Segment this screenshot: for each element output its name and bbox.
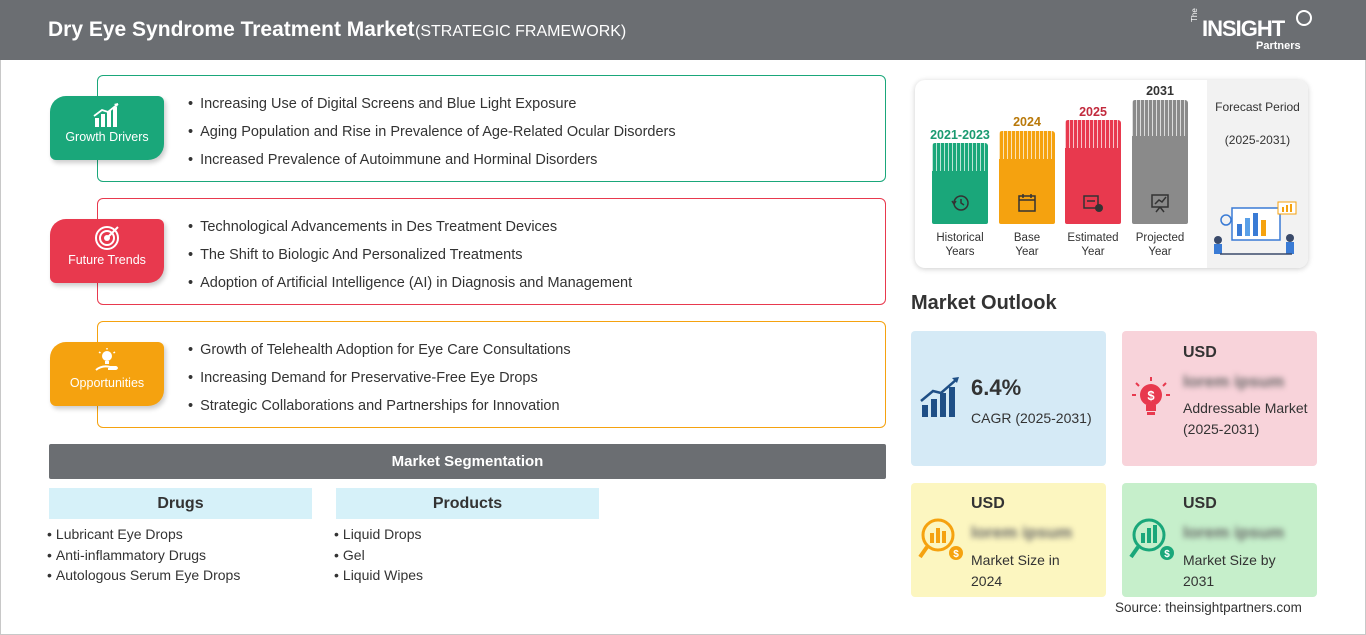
addressable-usd: USD (1183, 344, 1217, 361)
list-item: Adoption of Artificial Intelligence (AI)… (188, 269, 632, 297)
target-icon (95, 226, 119, 250)
list-item: Strategic Collaborations and Partnership… (188, 392, 571, 420)
timeline-label-historical: Historical (936, 232, 984, 244)
segment-products-list: Liquid Drops Gel Liquid Wipes (334, 524, 423, 586)
opportunities-label: Opportunities (69, 376, 145, 390)
list-item: Lubricant Eye Drops (47, 524, 240, 545)
future-trends-list: Technological Advancements in Des Treatm… (188, 213, 632, 297)
list-item: Increasing Use of Digital Screens and Bl… (188, 90, 676, 118)
calendar-icon (1018, 194, 1036, 212)
timeline-label-projected-2: Year (1148, 246, 1172, 258)
list-item: Technological Advancements in Des Treatm… (188, 213, 632, 241)
projection-board-icon (1151, 194, 1169, 213)
list-item: The Shift to Biologic And Personalized T… (188, 241, 632, 269)
addressable-value: lorem ipsum (1183, 372, 1285, 391)
opportunities-badge: Opportunities (50, 342, 164, 406)
list-item: Increased Prevalence of Autoimmune and H… (188, 146, 676, 174)
timeline-year-historical: 2021-2023 (930, 128, 990, 142)
timeline-bar-estimated (1065, 120, 1121, 224)
svg-text:$: $ (1147, 388, 1155, 403)
timeline-label-base: Base (1013, 232, 1041, 244)
svg-text:$: $ (953, 549, 959, 560)
timeline-label-estimated: Estimated (1067, 232, 1119, 244)
market-size-2031-card: $ USD lorem ipsum Market Size by 2031 (1122, 483, 1317, 597)
market-size-forecast-icon: $ (1129, 518, 1174, 560)
market-size-2024-label: Market Size in 2024 (971, 552, 1060, 589)
lightbulb-dollar-icon: $ (1132, 377, 1170, 415)
market-size-magnifier-icon: $ (918, 518, 963, 560)
timeline-year-estimated: 2025 (1079, 105, 1107, 119)
future-trends-badge: Future Trends (50, 219, 164, 283)
cagr-value: 6.4% (971, 375, 1022, 400)
cagr-card: 6.4% CAGR (2025-2031) (911, 331, 1106, 466)
timeline-label-historical-2: Years (945, 246, 975, 258)
market-size-2024-card: $ USD lorem ipsum Market Size in 2024 (911, 483, 1106, 597)
analytics-illustration-icon (1214, 201, 1297, 255)
market-segmentation-header: Market Segmentation (49, 444, 886, 479)
market-size-2024-usd: USD (971, 495, 1005, 512)
source-credit[interactable]: Source: theinsightpartners.com (1115, 600, 1302, 615)
timeline-label-projected: Projected (1135, 232, 1185, 244)
timeline-year-projected: 2031 (1146, 84, 1174, 98)
list-item: Liquid Drops (334, 524, 423, 545)
page-subtitle: (STRATEGIC FRAMEWORK) (415, 23, 627, 40)
forecast-period-title: Forecast Period (1215, 100, 1300, 114)
segment-drugs-list: Lubricant Eye Drops Anti-inflammatory Dr… (47, 524, 240, 586)
list-item: Gel (334, 545, 423, 566)
timeline-label-estimated-2: Year (1081, 246, 1105, 258)
opportunities-list: Growth of Telehealth Adoption for Eye Ca… (188, 336, 571, 420)
svg-text:$: $ (1164, 549, 1170, 560)
growth-bars-icon (920, 377, 959, 417)
growth-drivers-list: Increasing Use of Digital Screens and Bl… (188, 90, 676, 174)
list-item: Growth of Telehealth Adoption for Eye Ca… (188, 336, 571, 364)
list-item: Autologous Serum Eye Drops (47, 565, 240, 586)
growth-drivers-badge: Growth Drivers (50, 96, 164, 160)
list-item: Anti-inflammatory Drugs (47, 545, 240, 566)
estimate-icon (1083, 195, 1103, 212)
page-title: Dry Eye Syndrome Treatment Market (48, 18, 415, 41)
forecast-period-years: (2025-2031) (1224, 133, 1291, 147)
lightbulb-hand-icon (95, 348, 118, 371)
insight-partners-logo[interactable]: The INSIGHT Partners (1190, 8, 1320, 54)
list-item: Aging Population and Rise in Prevalence … (188, 118, 676, 146)
segment-products-header: Products (336, 488, 599, 519)
history-clock-icon (951, 195, 969, 211)
timeline-year-base: 2024 (1013, 115, 1041, 129)
timeline-bar-historical (932, 143, 988, 224)
logo-ring-icon (1296, 10, 1312, 26)
market-size-2031-value: lorem ipsum (1183, 523, 1285, 542)
growth-chart-icon (93, 103, 119, 127)
cagr-label: CAGR (2025-2031) (971, 410, 1092, 426)
list-item: Liquid Wipes (334, 565, 423, 586)
market-size-2031-usd: USD (1183, 495, 1217, 512)
market-size-2031-label: Market Size by 2031 (1183, 552, 1276, 589)
market-size-2024-value: lorem ipsum (971, 523, 1073, 542)
growth-drivers-label: Growth Drivers (65, 130, 149, 144)
timeline-bar-base (999, 131, 1055, 224)
addressable-label: Addressable Market (2025-2031) (1183, 400, 1308, 437)
timeline-card: 2021-2023 Historical Years 2024 Base Yea… (915, 80, 1308, 268)
segment-drugs-header: Drugs (49, 488, 312, 519)
market-outlook-title: Market Outlook (911, 292, 1057, 314)
list-item: Increasing Demand for Preservative-Free … (188, 364, 571, 392)
timeline-bar-projected (1132, 100, 1188, 224)
future-trends-label: Future Trends (68, 253, 146, 267)
timeline-label-base-2: Year (1015, 246, 1039, 258)
header-bar: Dry Eye Syndrome Treatment Market (STRAT… (0, 0, 1366, 60)
addressable-market-card: $ USD lorem ipsum Addressable Market (20… (1122, 331, 1317, 466)
